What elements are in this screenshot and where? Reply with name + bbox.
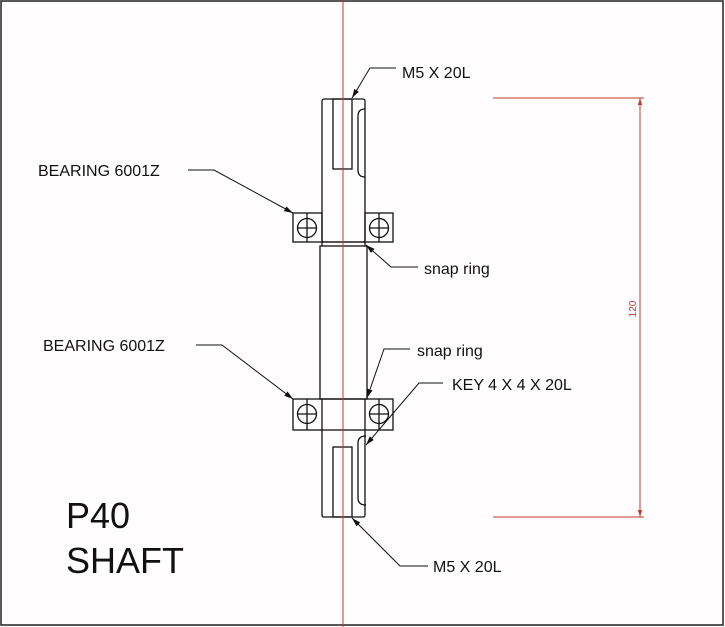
- label-bearing-bottom: BEARING 6001Z: [43, 338, 165, 355]
- title-line1: P40: [66, 495, 130, 536]
- label-screw-top: M5 X 20L: [402, 65, 471, 82]
- dimension-overall-length: [493, 97, 644, 518]
- lower-shaft-end: [321, 430, 367, 518]
- keyway-bottom: [357, 435, 367, 506]
- label-snap-ring-bottom: snap ring: [417, 343, 483, 360]
- keyway-top: [357, 108, 366, 178]
- leader-lines: [188, 67, 443, 567]
- label-key: KEY 4 X 4 X 20L: [452, 377, 572, 394]
- bearing-bottom: [292, 398, 394, 431]
- title-line2: SHAFT: [66, 540, 184, 581]
- bearing-top: [292, 212, 394, 243]
- label-bearing-top: BEARING 6001Z: [38, 163, 160, 180]
- label-screw-bottom: M5 X 20L: [433, 559, 502, 576]
- dimension-text: 120: [628, 300, 639, 317]
- label-snap-ring-top: snap ring: [424, 261, 490, 278]
